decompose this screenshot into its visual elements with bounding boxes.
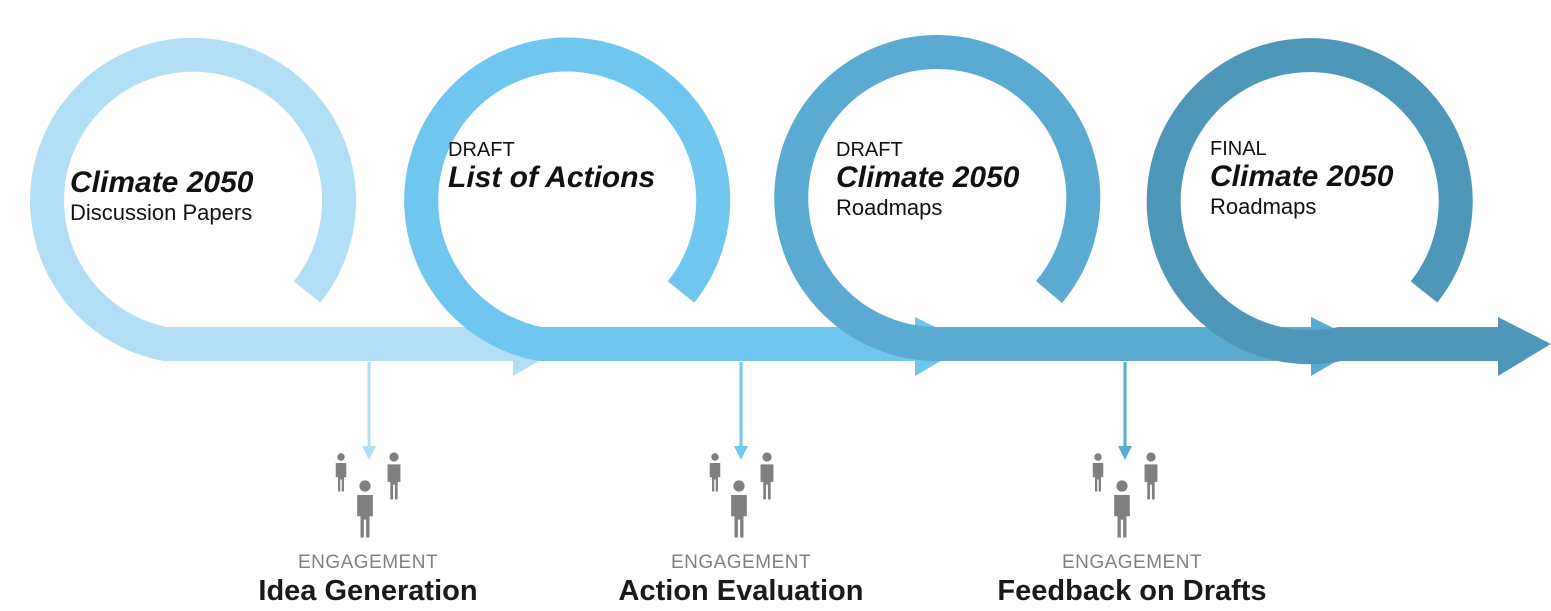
engagement-3-connector — [1118, 362, 1132, 460]
stage-4-title: Climate 2050 — [1210, 160, 1394, 193]
stage-1-label: Climate 2050 Discussion Papers — [70, 166, 253, 226]
stage-4-arrowhead — [1498, 317, 1551, 376]
stage-3-label: DRAFT Climate 2050 Roadmaps — [836, 139, 1019, 221]
stage-4-subtitle: Roadmaps — [1210, 194, 1317, 219]
engagement-2-title: Action Evaluation — [618, 575, 864, 607]
stage-4-prefix: FINAL — [1210, 138, 1267, 160]
people-group-icon-2 — [709, 452, 774, 538]
engagement-1-connector — [362, 362, 376, 460]
engagement-2-label: ENGAGEMENT Action Evaluation — [581, 552, 901, 608]
stage-1-ring — [30, 37, 530, 361]
engagement-1-prefix: ENGAGEMENT — [297, 552, 439, 573]
stage-2-label: DRAFT List of Actions — [448, 139, 655, 195]
stage-3-prefix: DRAFT — [836, 139, 903, 161]
engagement-3-title: Feedback on Drafts — [997, 575, 1267, 607]
people-group-icon-1 — [335, 452, 401, 538]
stage-3-ring — [774, 35, 1330, 362]
stage-4-loop — [1146, 38, 1551, 376]
stage-2-title: List of Actions — [448, 161, 656, 194]
stage-1-subtitle: Discussion Papers — [70, 200, 253, 225]
stage-1-title: Climate 2050 — [70, 166, 254, 199]
stage-3-title: Climate 2050 — [836, 161, 1020, 194]
engagement-1-title: Idea Generation — [258, 575, 478, 607]
stage-4-ring — [1146, 38, 1510, 365]
engagement-2-prefix: ENGAGEMENT — [670, 552, 812, 573]
engagement-3-label: ENGAGEMENT Feedback on Drafts — [972, 552, 1292, 608]
engagement-2-connector — [734, 362, 748, 460]
stage-2-prefix: DRAFT — [448, 139, 515, 161]
stage-3-subtitle: Roadmaps — [836, 195, 943, 220]
stage-4-label: FINAL Climate 2050 Roadmaps — [1210, 138, 1393, 220]
people-group-icon-3 — [1092, 452, 1158, 538]
stage-2-ring — [404, 37, 930, 361]
engagement-1-label: ENGAGEMENT Idea Generation — [208, 552, 528, 608]
engagement-3-prefix: ENGAGEMENT — [1061, 552, 1203, 573]
